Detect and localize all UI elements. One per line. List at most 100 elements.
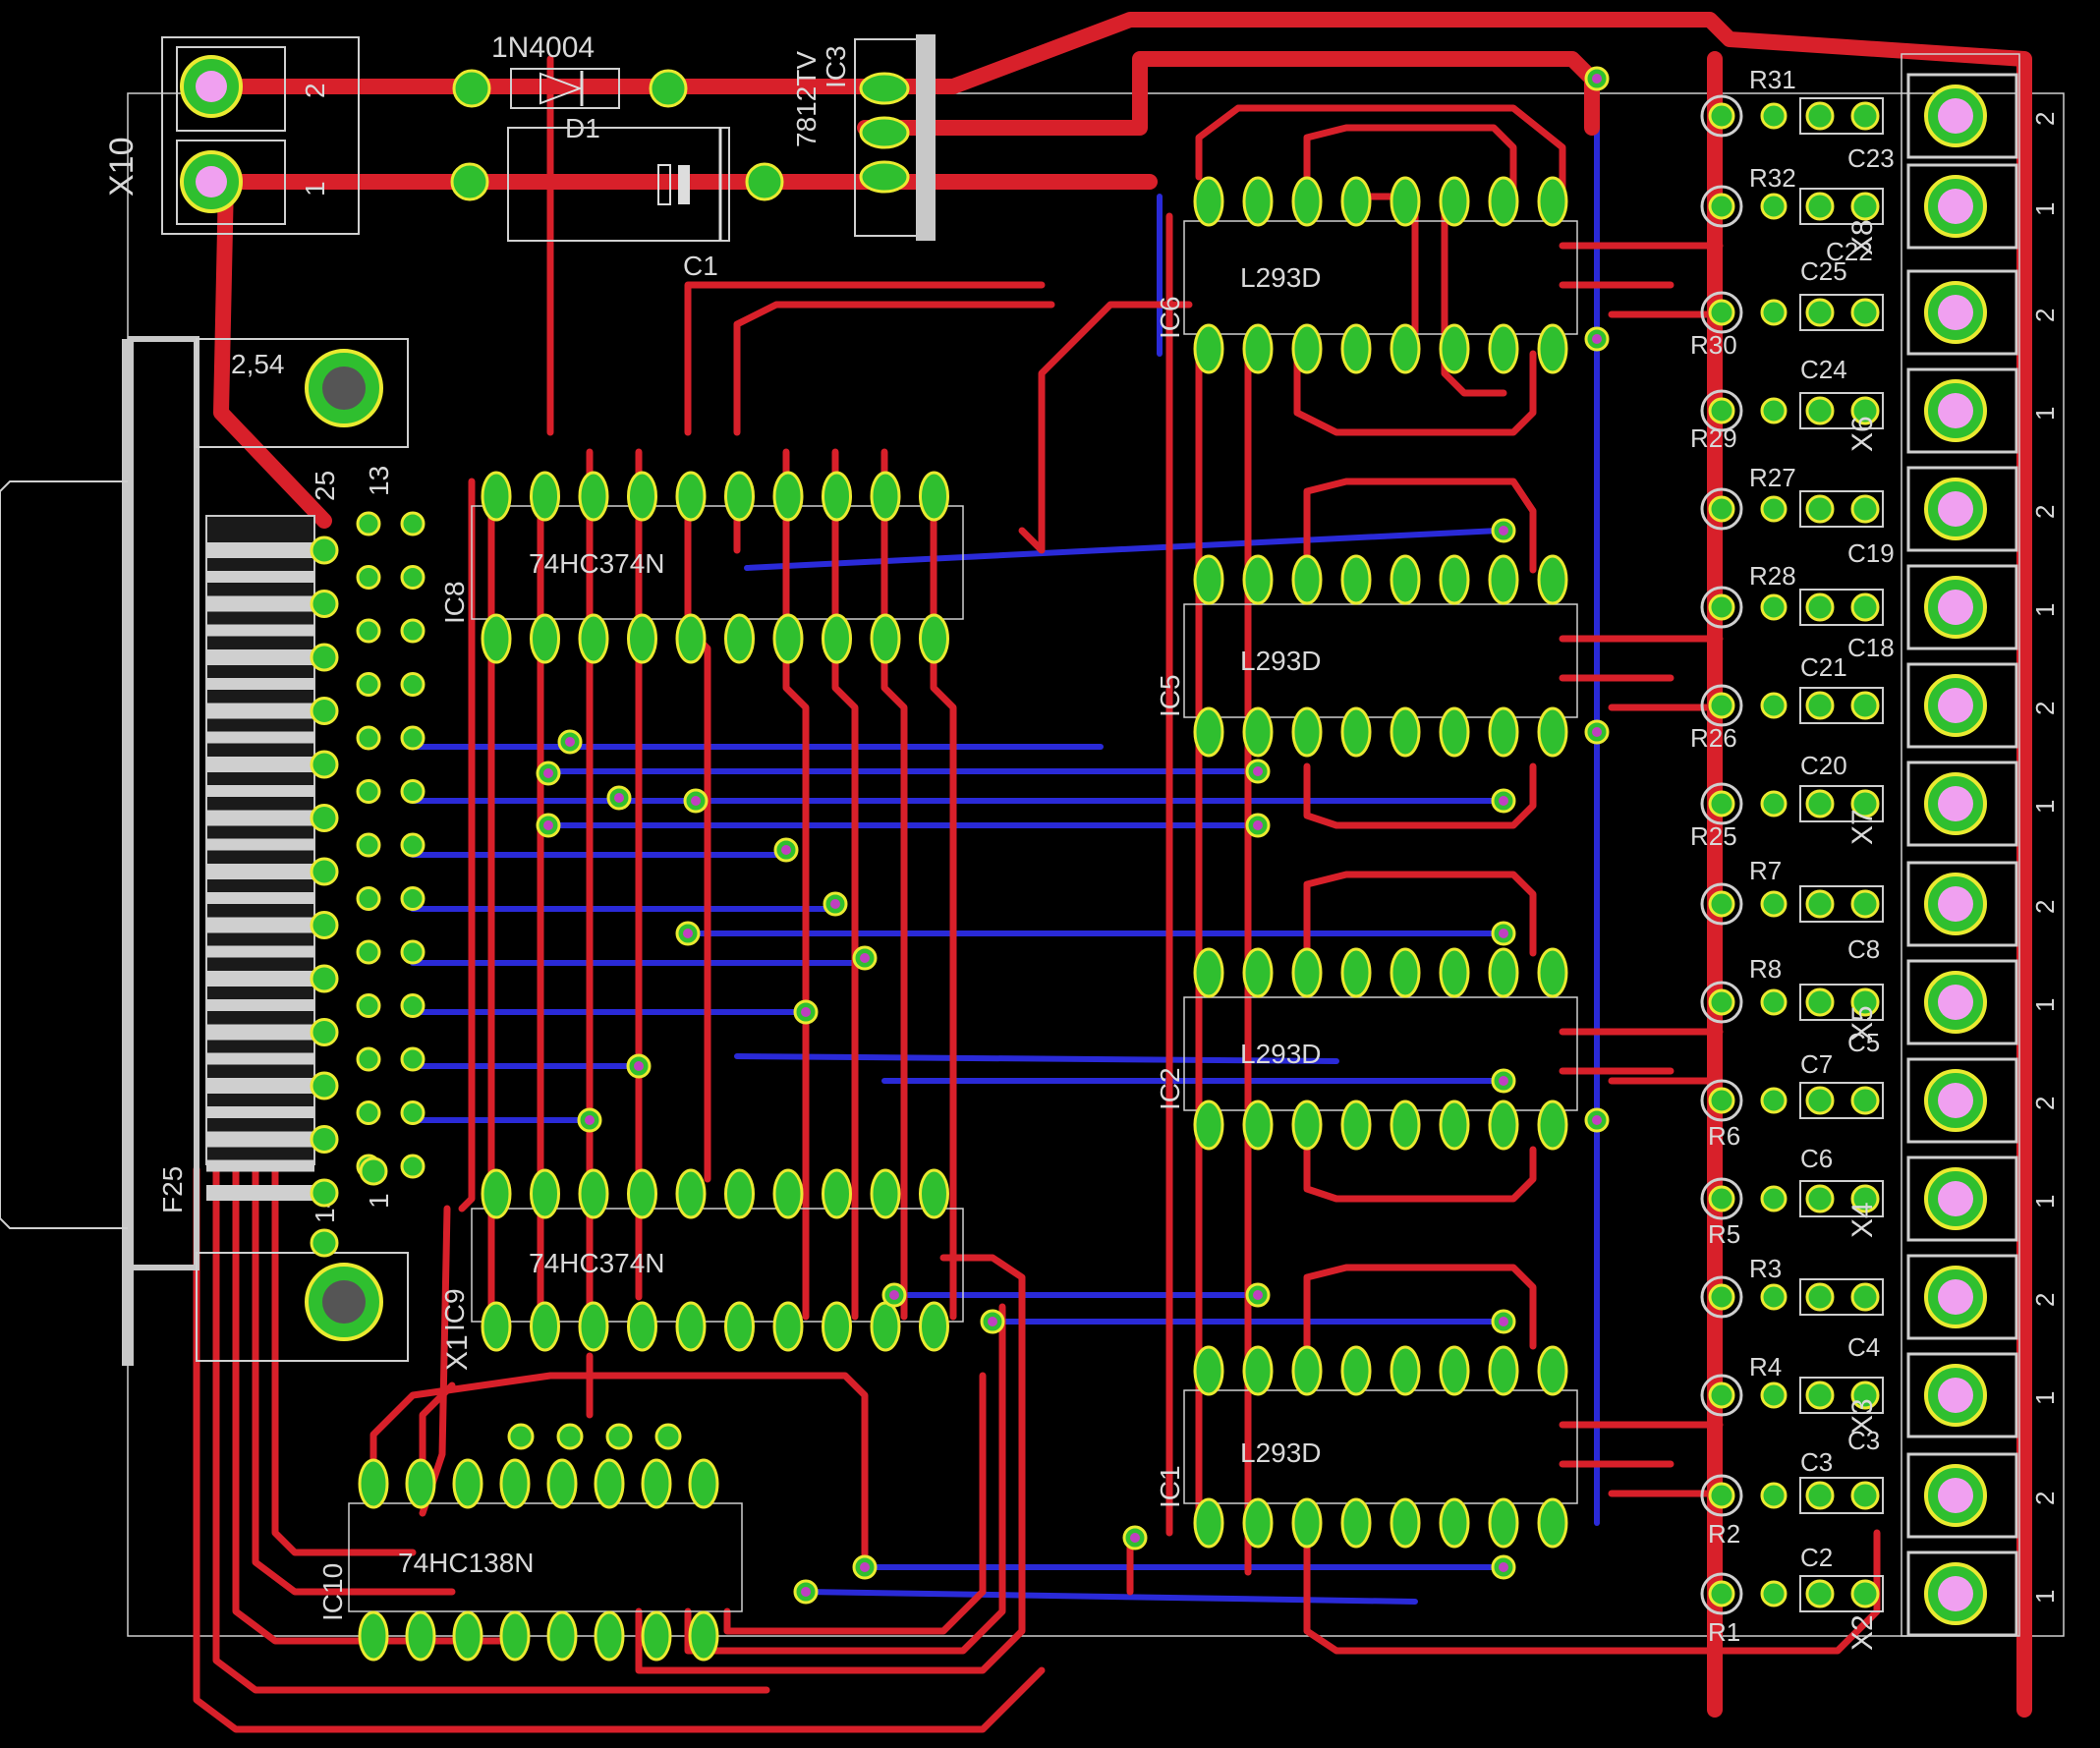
ic-pin-pad [1488, 1100, 1519, 1151]
via-center [1499, 1076, 1508, 1086]
pad [1850, 1184, 1880, 1213]
pad [400, 618, 426, 644]
pad [310, 1228, 339, 1258]
x1-finger [206, 892, 314, 904]
ic-pin-pad [1242, 323, 1274, 374]
c1-capacitor: C1 [507, 127, 730, 281]
ic-pin-pad [1488, 176, 1519, 227]
ic-pin-pad [1291, 1497, 1323, 1549]
pad [1760, 1283, 1788, 1311]
ic-pin-pad [1340, 1497, 1372, 1549]
ic-pin-pad [870, 1168, 901, 1219]
pad [649, 69, 688, 108]
r-label-1: R32 [1749, 163, 1796, 193]
r-label-12: R3 [1749, 1254, 1782, 1283]
ic-pin-pad [1537, 1100, 1568, 1151]
terminal-block [1906, 662, 2018, 749]
pad [1805, 1184, 1835, 1213]
r-label-2: R30 [1690, 330, 1737, 360]
x1-finger [206, 1024, 324, 1041]
via-center [860, 953, 870, 963]
capacitor-body [1799, 984, 1884, 1021]
x1-finger [206, 542, 324, 558]
pad [1850, 1381, 1880, 1410]
via-center [1253, 820, 1263, 830]
pad [356, 618, 381, 644]
pad [356, 672, 381, 697]
via-center [543, 768, 553, 778]
ic-pin-pad [1340, 947, 1372, 998]
pad [1708, 1381, 1735, 1409]
terminal-block [1906, 959, 2018, 1045]
r-label-5: R28 [1749, 561, 1796, 591]
resistor-body [1700, 1177, 1743, 1220]
ic-pin-pad [1340, 554, 1372, 605]
c-label-9: C5 [1847, 1028, 1880, 1057]
ic-pin-pad [1439, 1100, 1470, 1151]
r-label-10: R6 [1708, 1121, 1740, 1151]
ic-pin-pad [1488, 1497, 1519, 1549]
ic5-value: L293D [1240, 646, 1322, 676]
pad [400, 832, 426, 858]
pad [400, 672, 426, 697]
pad [507, 1423, 535, 1450]
ic-pin-pad [1340, 1100, 1372, 1151]
c-label-7: C20 [1800, 751, 1847, 780]
x1-finger [206, 945, 314, 958]
resistor-body [1700, 487, 1743, 531]
terminal-hole [1938, 189, 1973, 224]
pad [1805, 789, 1835, 818]
x1-pin1-label: 1 [364, 1193, 394, 1209]
ic-pin-pad [919, 1168, 949, 1219]
resistor-body [1700, 291, 1743, 334]
ic-pin-pad [1340, 1345, 1372, 1396]
ic-pin-pad [675, 471, 707, 522]
x1-value: F25 [157, 1166, 188, 1213]
terminal-pin-label: 2 [2030, 900, 2060, 914]
terminal-hole [1938, 1181, 1973, 1216]
pad [1708, 890, 1735, 918]
r-label-14: R2 [1708, 1519, 1740, 1549]
resistor-body [1700, 981, 1743, 1024]
pad [745, 162, 784, 201]
capacitor-body [1799, 294, 1884, 331]
capacitor-body [1799, 97, 1884, 135]
via-center [1592, 1115, 1602, 1125]
pad [400, 1100, 426, 1125]
ic-pin-pad [627, 471, 657, 522]
ic-pin-pad [1291, 1345, 1323, 1396]
pad [605, 1423, 633, 1450]
pad [310, 750, 339, 779]
ic-pin-pad [627, 613, 657, 664]
via-center [1499, 1562, 1508, 1572]
pad [310, 643, 339, 672]
x1-finger [206, 999, 314, 1011]
ic3-pad [859, 160, 910, 194]
pad [1708, 1087, 1735, 1114]
ic-pin-pad [1537, 1497, 1568, 1549]
pad [1708, 495, 1735, 523]
via-center [1130, 1533, 1140, 1543]
capacitor-body [1799, 1180, 1884, 1217]
terminal-pin-label: 2 [2030, 702, 2060, 715]
ic-pin-pad [1439, 554, 1470, 605]
pad [1850, 298, 1880, 327]
bottom-trace [734, 1053, 1339, 1064]
x10-pin1-label: 1 [300, 181, 330, 197]
terminal-pin-label: 1 [2030, 202, 2060, 216]
pad [1760, 193, 1788, 220]
ic-pin-pad [578, 1301, 609, 1352]
resistor-body [1700, 94, 1743, 138]
ic1-value: L293D [1240, 1438, 1322, 1468]
terminal-block [1906, 1551, 2018, 1637]
terminal-hole [1938, 786, 1973, 821]
ic-pin-pad [772, 613, 804, 664]
ic-pin-pad [578, 613, 609, 664]
ic-pin-pad [530, 471, 560, 522]
ic-pin-pad [1291, 947, 1323, 998]
pad [1805, 101, 1835, 131]
ic-pin-pad [1488, 947, 1519, 998]
ic-pin-pad [1439, 706, 1470, 758]
ic10-ref: IC10 [317, 1563, 348, 1621]
